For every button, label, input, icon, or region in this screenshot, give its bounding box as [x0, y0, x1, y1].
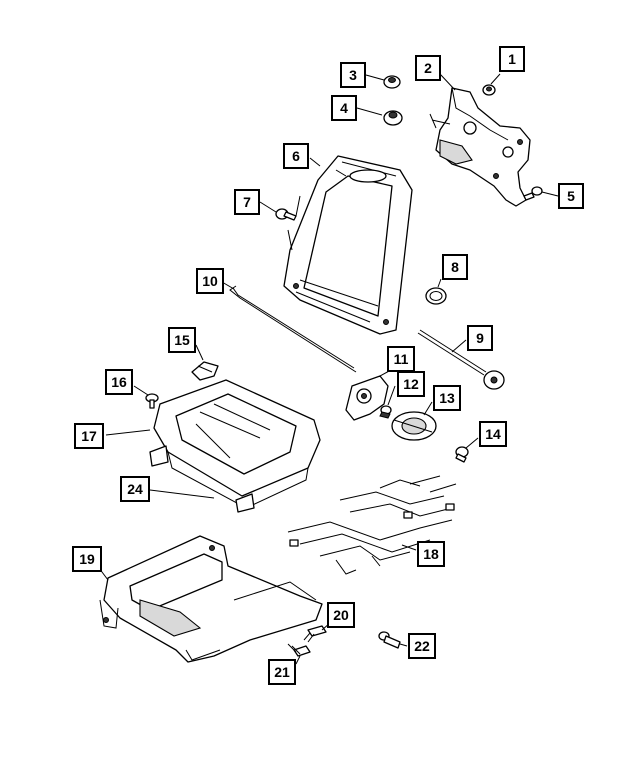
callout-9-label: 9 [476, 330, 484, 346]
part-14-bolt [455, 446, 469, 463]
part-18-wiring-harness [287, 475, 457, 575]
callout-3-label: 3 [349, 67, 357, 83]
callout-10-label: 10 [202, 273, 218, 289]
part-4-bushing [383, 110, 403, 126]
callout-4: 4 [331, 95, 357, 121]
callout-7: 7 [234, 189, 260, 215]
callout-16-label: 16 [111, 374, 127, 390]
callout-19: 19 [72, 546, 102, 572]
callout-21: 21 [268, 659, 296, 685]
part-21-bolt [287, 643, 311, 657]
callout-11-label: 11 [394, 351, 409, 367]
part-1-nut [482, 84, 496, 96]
callout-20-label: 20 [333, 607, 349, 623]
part-15-clip [191, 361, 219, 381]
part-2-recliner-bracket [429, 87, 531, 207]
callout-15: 15 [168, 327, 196, 353]
part-20-bolt [303, 625, 327, 643]
callout-13: 13 [433, 385, 461, 411]
part-6-seat-back-frame [283, 155, 413, 335]
callout-13-label: 13 [439, 390, 455, 406]
callout-14-label: 14 [485, 426, 501, 442]
callout-6-label: 6 [292, 148, 300, 164]
callout-5: 5 [558, 183, 584, 209]
callout-19-label: 19 [79, 551, 95, 567]
callout-24-label: 24 [127, 481, 143, 497]
callout-22: 22 [408, 633, 436, 659]
callout-7-label: 7 [243, 194, 251, 210]
callout-1-label: 1 [508, 51, 516, 67]
callout-6: 6 [283, 143, 309, 169]
part-22-bolt [378, 631, 401, 649]
callout-5-label: 5 [567, 188, 575, 204]
callout-12: 12 [397, 371, 425, 397]
callout-9: 9 [467, 325, 493, 351]
part-17-seat-cushion-frame [153, 379, 321, 509]
callout-21-label: 21 [274, 664, 290, 680]
part-5-bolt [523, 186, 543, 201]
callout-22-label: 22 [414, 638, 430, 654]
callout-2: 2 [415, 55, 441, 81]
part-3-nut [383, 75, 401, 89]
callout-2-label: 2 [424, 60, 432, 76]
callout-17-label: 17 [81, 428, 97, 444]
part-9-pivot-rod [417, 329, 505, 390]
part-8-ring-clip [425, 287, 447, 305]
callout-14: 14 [479, 421, 507, 447]
leader-lines [98, 73, 559, 665]
callout-16: 16 [105, 369, 133, 395]
part-7-bolt [275, 208, 297, 221]
part-19-seat-adjuster-track [99, 535, 323, 663]
callout-10: 10 [196, 268, 224, 294]
callout-18-label: 18 [423, 546, 439, 562]
callout-4-label: 4 [340, 100, 348, 116]
callout-17: 17 [74, 423, 104, 449]
callout-24: 24 [120, 476, 150, 502]
part-13-motor [391, 411, 437, 441]
callout-15-label: 15 [174, 332, 190, 348]
callout-3: 3 [340, 62, 366, 88]
part-24-seat-rails [149, 445, 255, 513]
callout-1: 1 [499, 46, 525, 72]
callout-11: 11 [387, 346, 415, 372]
callout-12-label: 12 [403, 376, 419, 392]
part-12-fastener [379, 405, 392, 419]
callout-8: 8 [442, 254, 468, 280]
callout-18: 18 [417, 541, 445, 567]
callout-20: 20 [327, 602, 355, 628]
part-16-push-pin [145, 393, 159, 409]
callout-8-label: 8 [451, 259, 459, 275]
part-11-recliner-mechanism [345, 375, 389, 421]
